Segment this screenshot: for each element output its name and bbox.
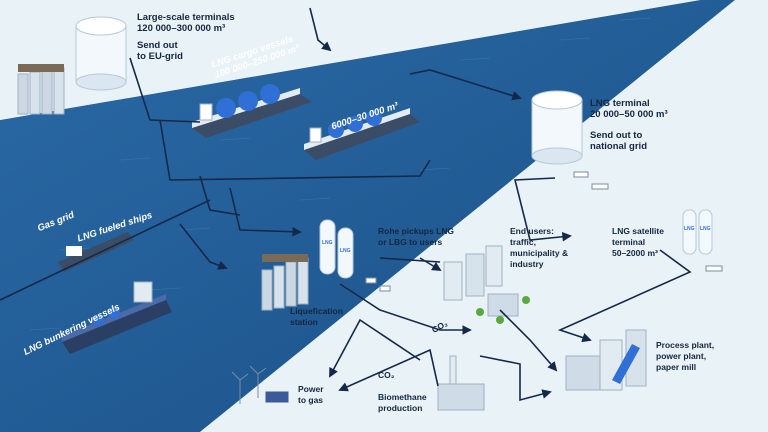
liquefaction-station xyxy=(261,219,354,311)
tank-tag-1: LNG xyxy=(322,240,333,246)
tank-tag-3: LNG xyxy=(684,226,695,232)
lng-bunkering-vessel xyxy=(62,281,172,354)
small-lng-vessel xyxy=(304,108,420,160)
power-to-gas-turbines xyxy=(231,365,289,404)
flow-arrows xyxy=(0,7,692,402)
label-large-terminals: Large-scale terminals 120 000–300 000 m³ xyxy=(137,12,235,34)
label-liquefaction: Liquefication station xyxy=(290,306,343,327)
label-end-users: End users: traffic, municipality & indus… xyxy=(510,226,569,269)
land-top xyxy=(0,0,700,120)
satellite-terminal-tanks xyxy=(682,209,713,255)
label-biomethane: Biomethane production xyxy=(378,392,427,413)
end-users-buildings xyxy=(365,245,530,324)
label-power-to-gas: Power to gas xyxy=(298,384,324,405)
lng-terminal-tank xyxy=(531,90,583,165)
process-plant xyxy=(565,329,647,391)
large-terminal-tank xyxy=(75,16,127,91)
silos-left xyxy=(17,64,65,115)
tank-tag-2: LNG xyxy=(340,248,351,254)
lng-fueled-ship xyxy=(58,232,134,272)
biomethane-plant xyxy=(437,355,485,411)
tank-tag-4: LNG xyxy=(700,226,711,232)
label-send-out-eu: Send out to EU-grid xyxy=(137,40,183,62)
label-satellite-terminal: LNG satellite terminal 50–2000 m³ xyxy=(612,226,664,258)
label-lng-terminal: LNG terminal 20 000–50 000 m³ xyxy=(590,98,668,120)
land-right xyxy=(200,0,768,432)
label-process-plant: Process plant, power plant, paper mill xyxy=(656,340,715,372)
label-rohe-pickups: Rohe pickups LNG or LBG to users xyxy=(378,226,455,247)
label-co2-lower: CO₂ xyxy=(378,370,395,380)
label-send-out-national: Send out to national grid xyxy=(590,130,647,152)
lng-cargo-vessel xyxy=(192,84,312,138)
tanker-trucks xyxy=(573,171,723,272)
